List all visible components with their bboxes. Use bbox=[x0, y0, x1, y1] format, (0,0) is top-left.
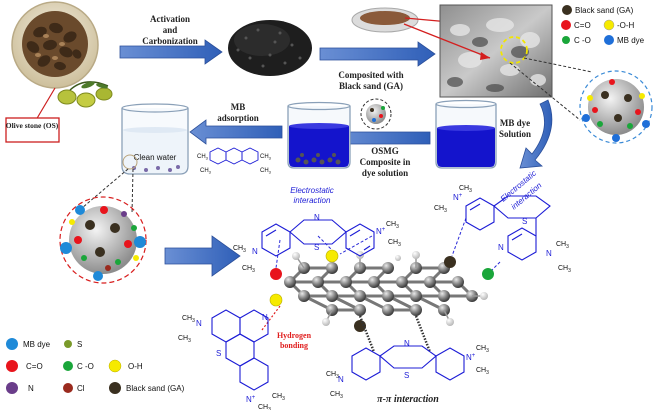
top-legend-black-sand: Black sand (GA) bbox=[575, 6, 634, 15]
activated-carbon-pile bbox=[228, 20, 312, 76]
mb-bl-ch3-c: CH3 bbox=[272, 393, 285, 402]
top-legend-co-single: C -O bbox=[574, 36, 591, 45]
mb-molecule-small bbox=[209, 147, 259, 165]
solution-label: Solution bbox=[499, 129, 531, 139]
mb-right-ch3-a: CH3 bbox=[459, 185, 472, 194]
mb-molecule-bottom-left bbox=[211, 309, 269, 391]
bottom-legend: MB dye S C=O C -O O-H N Cl Black sand (G… bbox=[6, 338, 185, 394]
mb-bottom-s: S bbox=[404, 371, 409, 380]
mb-right-ch3-d: CH3 bbox=[558, 265, 571, 274]
mb-right-ch3-c: CH3 bbox=[556, 241, 569, 250]
bottom-legend-s: S bbox=[77, 340, 82, 349]
mb-bottom-ch3-b: CH3 bbox=[476, 367, 489, 376]
olive-stone-bowl bbox=[11, 1, 99, 89]
arrow-composited bbox=[319, 41, 436, 67]
osmg-label: OSMG bbox=[371, 146, 399, 156]
mb-bl-ch3-a: CH3 bbox=[182, 315, 195, 324]
bottom-legend-mb-dye: MB dye bbox=[23, 340, 51, 349]
mb-small-ch3-right-bottom: CH3 bbox=[260, 168, 272, 175]
beaker-dye-solution bbox=[435, 99, 497, 169]
carbonization-label: Carbonization bbox=[142, 36, 198, 46]
mb-bl-nplus: N+ bbox=[246, 395, 256, 404]
mb-top-s: S bbox=[314, 243, 319, 252]
mb-top-n-left: N bbox=[252, 247, 258, 256]
mb-molecule-top bbox=[261, 219, 375, 257]
activation-label: Activation bbox=[150, 14, 190, 24]
mb-right-nplus: N+ bbox=[453, 193, 463, 202]
mb-top-n: N bbox=[314, 213, 320, 222]
top-legend-co-double: C=O bbox=[574, 21, 591, 30]
bottom-legend-n: N bbox=[28, 384, 34, 393]
top-legend-mb-dye: MB dye bbox=[617, 36, 645, 45]
hydrogen-label: Hydrogen bbox=[277, 331, 312, 340]
bottom-legend-co-single: C -O bbox=[77, 362, 94, 371]
mb-right-ch3-b: CH3 bbox=[434, 205, 447, 214]
mb-bottom-nplus: N+ bbox=[466, 353, 476, 362]
mb-top-ch3-d: CH3 bbox=[242, 265, 255, 274]
mb-right-s: S bbox=[522, 217, 527, 226]
graphene-sheet bbox=[269, 249, 494, 332]
olives-icon bbox=[57, 81, 113, 108]
mb-bl-n1: N bbox=[196, 319, 202, 328]
bottom-legend-black-sand: Black sand (GA) bbox=[126, 384, 185, 393]
black-sand-dish bbox=[351, 7, 419, 33]
bottom-legend-cl: Cl bbox=[77, 384, 85, 393]
composite-sphere-right bbox=[579, 70, 653, 144]
adsorption-label: adsorption bbox=[217, 113, 259, 123]
beaker-osmg-dye bbox=[287, 101, 351, 169]
mb-small-ch3-right-top: CH3 bbox=[260, 154, 272, 161]
mb-bottom-n-left: N bbox=[338, 375, 344, 384]
mb-molecule-right bbox=[465, 195, 551, 261]
beaker-clean-water bbox=[121, 103, 189, 175]
mb-bottom-ch3-c: CH3 bbox=[326, 371, 339, 380]
mb-top-nplus: N+ bbox=[376, 227, 386, 236]
arrow-big-right bbox=[164, 235, 241, 277]
top-legend: Black sand (GA) C=O -O-H C -O MB dye bbox=[561, 5, 645, 45]
electrostatic-label-1: Electrostatic bbox=[290, 186, 334, 195]
olive-stone-label: Olive stone (OS) bbox=[6, 121, 59, 130]
mb-bottom-ch3-a: CH3 bbox=[476, 345, 489, 354]
and-label: and bbox=[163, 25, 178, 35]
bonding-label: bonding bbox=[280, 341, 308, 350]
electrostatic-lines bbox=[275, 217, 501, 271]
top-legend-oh: -O-H bbox=[617, 21, 635, 30]
mb-bottom-n: N bbox=[404, 339, 410, 348]
mb-top-ch3-a: CH3 bbox=[386, 221, 399, 230]
mb-small-ch3-left-bottom: CH3 bbox=[200, 168, 212, 175]
arrow-curved bbox=[519, 99, 553, 169]
bottom-legend-co-double: C=O bbox=[26, 362, 43, 371]
arrow-adsorption bbox=[189, 119, 283, 145]
composited-black-sand-label: Black sand (GA) bbox=[339, 81, 403, 91]
olive-stone-label-box bbox=[5, 117, 60, 143]
sem-image bbox=[439, 4, 593, 121]
mb-top-ch3-c: CH3 bbox=[233, 245, 246, 254]
bottom-legend-oh: O-H bbox=[128, 362, 143, 371]
mb-right-n: N bbox=[498, 243, 504, 252]
composite-sphere-left bbox=[59, 196, 147, 284]
mb-small-ch3-left-top: CH3 bbox=[197, 154, 209, 161]
interaction-label-1: interaction bbox=[294, 196, 331, 205]
dye-solution-label: dye solution bbox=[362, 168, 408, 178]
osmg-particle bbox=[360, 98, 392, 130]
mb-bottom-ch3-d: CH3 bbox=[330, 391, 343, 400]
mb-right-n2: N bbox=[546, 249, 552, 258]
mb-top-ch3-b: CH3 bbox=[388, 239, 401, 248]
mb-bl-ch3-d: CH3 bbox=[258, 404, 271, 410]
arrow-activation bbox=[119, 39, 223, 65]
pi-pi-label: π-π interaction bbox=[377, 394, 439, 405]
pi-pi-lines bbox=[358, 315, 432, 353]
composited-with-label: Composited with bbox=[338, 70, 403, 80]
composite-in-label: Composite in bbox=[360, 157, 411, 167]
mb-bl-ch3-b: CH3 bbox=[178, 335, 191, 344]
mb-bl-s: S bbox=[216, 349, 221, 358]
mb-label: MB bbox=[231, 102, 246, 112]
clean-water-label: Clean water bbox=[134, 153, 177, 162]
hydrogen-bond-line bbox=[261, 305, 281, 331]
mb-bl-n2: N bbox=[262, 313, 268, 322]
mb-molecule-bottom bbox=[351, 345, 465, 381]
mb-dye-label: MB dye bbox=[500, 118, 530, 128]
